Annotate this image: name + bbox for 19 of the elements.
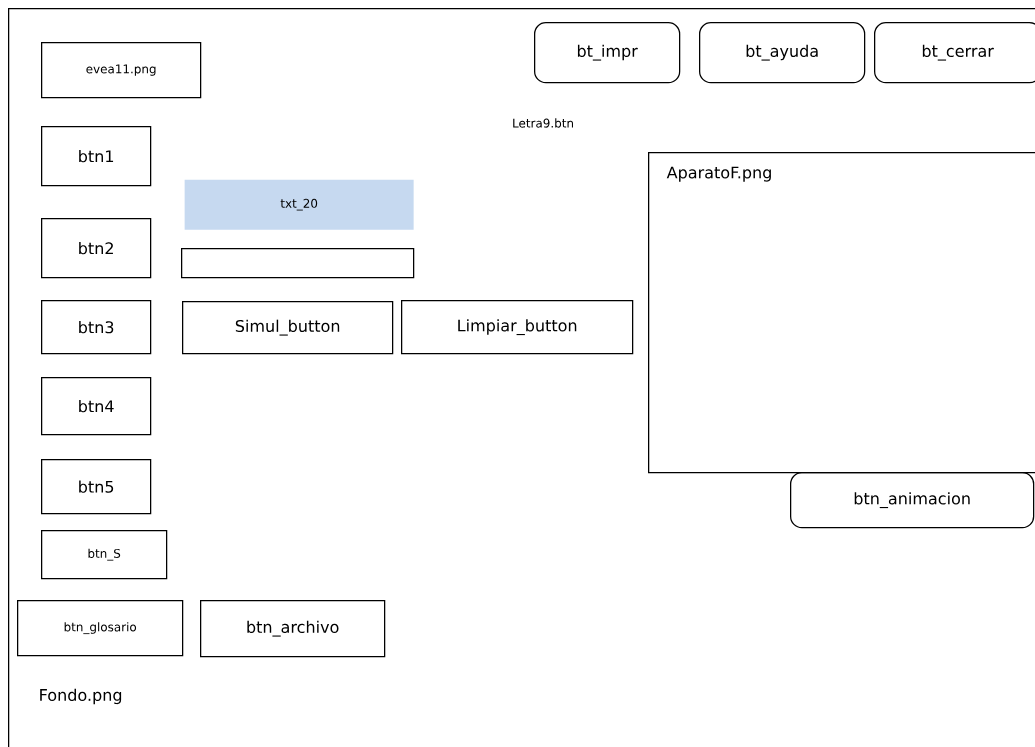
rounded-button: bt_impr (534, 22, 681, 84)
image-box: evea11.png (41, 42, 202, 99)
text-field: txt_20 (184, 179, 414, 230)
button-box: btn_archivo (200, 600, 386, 658)
button-box: btn1 (41, 126, 152, 187)
button-box: btn_S (41, 530, 168, 580)
rounded-button: bt_ayuda (699, 22, 866, 84)
button-box: Limpiar_button (401, 300, 634, 355)
button-box: btn5 (41, 459, 152, 515)
file-label: Letra9.btn (513, 118, 573, 128)
button-box: Simul_button (182, 301, 394, 355)
image-box: AparatoF.png (648, 152, 1035, 474)
button-box: btn_glosario (17, 600, 184, 657)
button-box: btn3 (41, 300, 152, 355)
input-field (181, 248, 415, 279)
rounded-button: bt_cerrar (874, 22, 1035, 84)
rounded-button: btn_animacion (790, 472, 1035, 529)
button-box: btn2 (41, 218, 152, 279)
button-box: btn4 (41, 377, 152, 436)
